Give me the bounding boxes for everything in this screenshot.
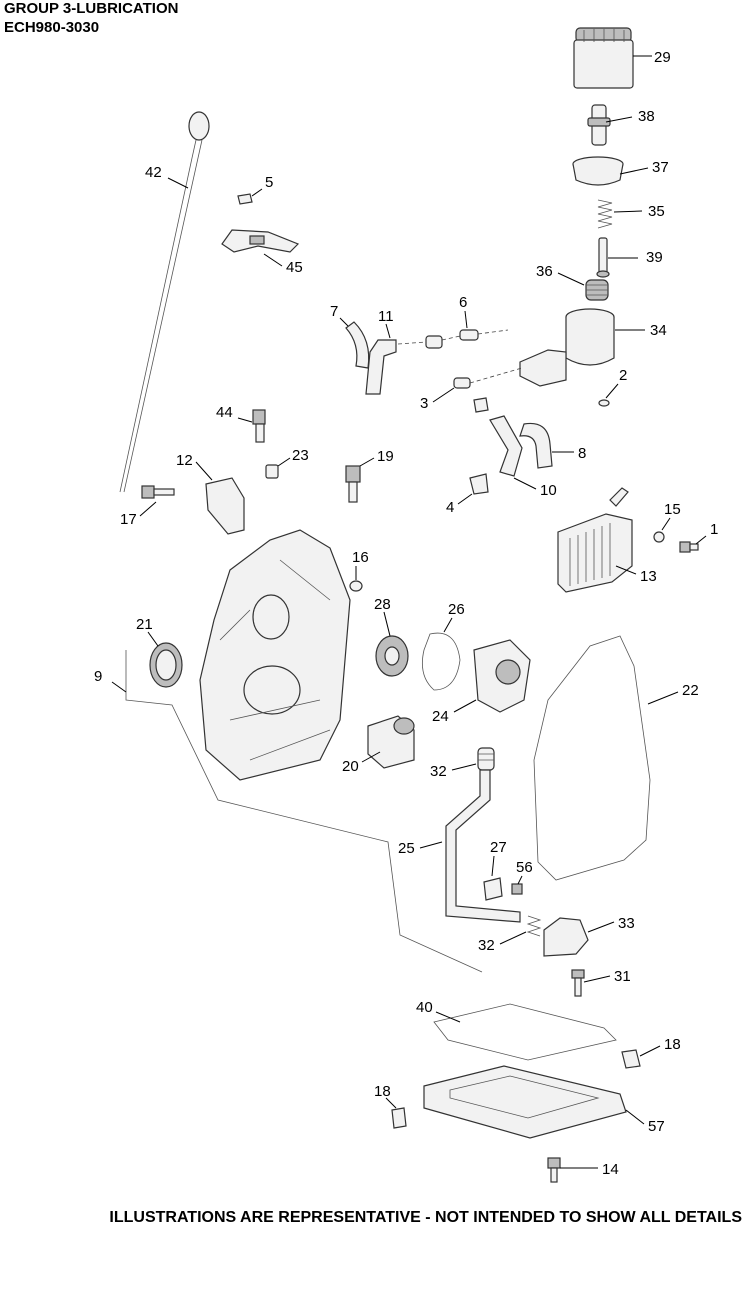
callout-36: 36 bbox=[536, 263, 553, 280]
callout-4: 4 bbox=[446, 499, 454, 516]
callout-38: 38 bbox=[638, 108, 655, 125]
callout-35: 35 bbox=[648, 203, 665, 220]
part-38-filter-adapter[interactable] bbox=[587, 104, 611, 146]
part-13-oil-cooler[interactable] bbox=[557, 487, 633, 593]
callout-18-right: 18 bbox=[664, 1036, 681, 1053]
callout-44: 44 bbox=[216, 404, 233, 421]
callout-37: 37 bbox=[652, 159, 669, 176]
callout-3: 3 bbox=[420, 395, 428, 412]
callout-45: 45 bbox=[286, 259, 303, 276]
callout-12: 12 bbox=[176, 452, 193, 469]
callout-26: 26 bbox=[448, 601, 465, 618]
callout-15: 15 bbox=[664, 501, 681, 518]
callout-33: 33 bbox=[618, 915, 635, 932]
part-33-strainer[interactable] bbox=[543, 917, 589, 957]
callout-28: 28 bbox=[374, 596, 391, 613]
callouts: 29 38 37 35 39 36 34 2 42 5 45 7 11 6 3 … bbox=[94, 49, 718, 1178]
part-26-gasket[interactable] bbox=[421, 632, 461, 691]
callout-13: 13 bbox=[640, 568, 657, 585]
part-28-gear[interactable] bbox=[375, 635, 409, 677]
part-7-hose[interactable] bbox=[345, 321, 370, 369]
callout-1: 1 bbox=[710, 521, 718, 538]
part-34-filter-housing[interactable] bbox=[519, 308, 615, 387]
part-14-bolt[interactable] bbox=[547, 1157, 561, 1183]
part-9-assembly-outline bbox=[125, 650, 483, 973]
part-18-plug-left[interactable] bbox=[391, 1107, 407, 1129]
callout-56: 56 bbox=[516, 859, 533, 876]
part-19-sender[interactable] bbox=[345, 465, 361, 503]
part-24-oil-pump[interactable] bbox=[473, 639, 531, 713]
part-32-strainer-lower[interactable] bbox=[526, 915, 542, 937]
part-32-strainer-upper[interactable] bbox=[477, 747, 495, 771]
callout-25: 25 bbox=[398, 840, 415, 857]
part-39-pin[interactable] bbox=[596, 237, 610, 278]
part-6-fitting[interactable] bbox=[397, 329, 509, 349]
part-16-o-ring[interactable] bbox=[349, 580, 363, 592]
part-10-hose[interactable] bbox=[489, 415, 523, 477]
part-5-clip[interactable] bbox=[237, 193, 253, 205]
part-12-bracket[interactable] bbox=[205, 477, 245, 535]
callout-42: 42 bbox=[145, 164, 162, 181]
part-31-bolt[interactable] bbox=[571, 969, 585, 997]
part-27-clip[interactable] bbox=[483, 877, 503, 901]
part-23-plug[interactable] bbox=[265, 464, 279, 479]
callout-17: 17 bbox=[120, 511, 137, 528]
callout-22: 22 bbox=[682, 682, 699, 699]
callout-5: 5 bbox=[265, 174, 273, 191]
callout-31: 31 bbox=[614, 968, 631, 985]
callout-57: 57 bbox=[648, 1118, 665, 1135]
callout-14: 14 bbox=[602, 1161, 619, 1178]
callout-11: 11 bbox=[378, 308, 394, 325]
part-1-bolt[interactable] bbox=[679, 541, 699, 553]
disclaimer-note: ILLUSTRATIONS ARE REPRESENTATIVE - NOT I… bbox=[109, 1209, 742, 1226]
part-18-plug-right[interactable] bbox=[621, 1049, 641, 1069]
callout-23: 23 bbox=[292, 447, 309, 464]
part-45-bracket[interactable] bbox=[221, 229, 300, 253]
part-40-gasket[interactable] bbox=[433, 1003, 617, 1061]
part-2-o-ring[interactable] bbox=[598, 399, 610, 407]
callout-32-upper: 32 bbox=[430, 763, 447, 780]
part-17-bolt[interactable] bbox=[141, 485, 175, 499]
callout-6: 6 bbox=[459, 294, 467, 311]
part-3-fitting[interactable] bbox=[453, 367, 523, 413]
part-8-hose[interactable] bbox=[519, 422, 553, 469]
part-25-pickup-tube[interactable] bbox=[445, 769, 521, 923]
callout-18-left: 18 bbox=[374, 1083, 391, 1100]
model-number: ECH980-3030 bbox=[4, 19, 100, 36]
callout-2: 2 bbox=[619, 367, 627, 384]
callout-39: 39 bbox=[646, 249, 663, 266]
callout-24: 24 bbox=[432, 708, 449, 725]
part-44-pressure-switch[interactable] bbox=[252, 409, 266, 443]
part-56-screw[interactable] bbox=[511, 883, 523, 895]
part-29-oil-filter[interactable] bbox=[573, 27, 634, 89]
callout-8: 8 bbox=[578, 445, 586, 462]
part-37-seal[interactable] bbox=[572, 156, 624, 186]
callout-27: 27 bbox=[490, 839, 507, 856]
callout-16: 16 bbox=[352, 549, 369, 566]
callout-9: 9 bbox=[94, 668, 102, 685]
part-15-washer[interactable] bbox=[653, 531, 665, 543]
part-22-gasket[interactable] bbox=[533, 635, 651, 881]
page-title: GROUP 3-LUBRICATION bbox=[4, 0, 179, 17]
part-42-dipstick[interactable] bbox=[119, 111, 210, 493]
part-57-oil-pan[interactable] bbox=[423, 1065, 627, 1139]
callout-21: 21 bbox=[136, 616, 153, 633]
callout-20: 20 bbox=[342, 758, 359, 775]
part-4-clamp[interactable] bbox=[469, 473, 489, 495]
part-20-bushing[interactable] bbox=[367, 715, 415, 769]
callout-40: 40 bbox=[416, 999, 433, 1016]
part-35-spring[interactable] bbox=[597, 199, 613, 229]
closure-plate bbox=[199, 529, 351, 781]
callout-10: 10 bbox=[540, 482, 557, 499]
callout-19: 19 bbox=[377, 448, 394, 465]
part-11-hose[interactable] bbox=[365, 339, 397, 395]
part-21-oil-seal[interactable] bbox=[149, 642, 183, 688]
callout-34: 34 bbox=[650, 322, 667, 339]
callout-32-lower: 32 bbox=[478, 937, 495, 954]
callout-7: 7 bbox=[330, 303, 338, 320]
callout-29: 29 bbox=[654, 49, 671, 66]
part-36-spring[interactable] bbox=[585, 279, 609, 301]
